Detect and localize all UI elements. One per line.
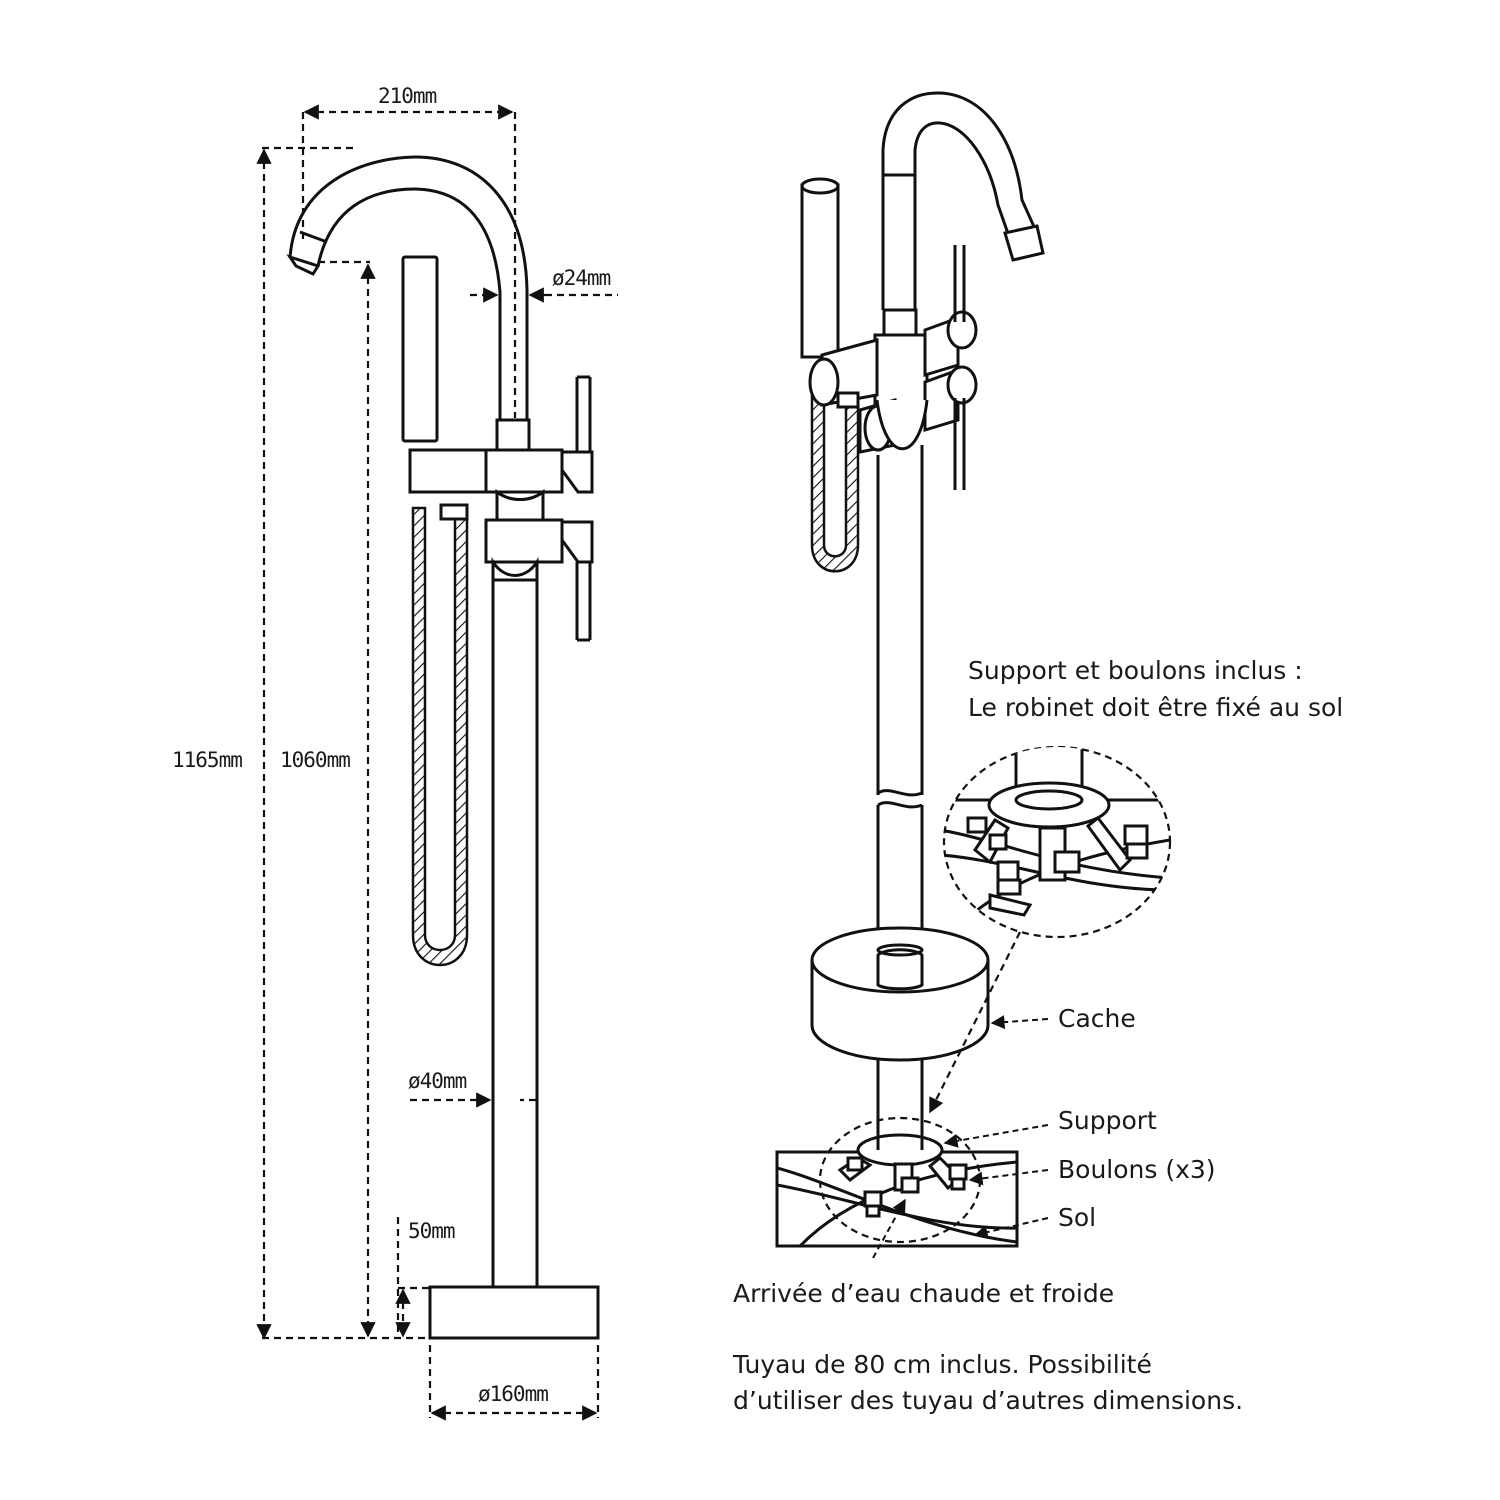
leader-lines — [872, 1015, 1049, 1259]
base-height-label: 50mm — [408, 1219, 455, 1243]
bolts — [846, 1156, 968, 1218]
shower-hose — [411, 503, 469, 967]
spout-diameter-label: ø24mm — [552, 266, 611, 290]
base-diameter-label: ø160mm — [478, 1382, 548, 1406]
perspective-hand-shower — [800, 177, 840, 359]
spout-height-label: 1060mm — [280, 748, 350, 772]
perspective-view-drawing: Support et boulons inclus : Le robinet d… — [732, 91, 1343, 1415]
perspective-column — [876, 445, 924, 968]
spout — [286, 155, 529, 420]
total-height-label: 1165mm — [172, 748, 242, 772]
mounting-note-line2: Le robinet doit être fixé au sol — [968, 693, 1343, 722]
perspective-spout — [881, 91, 1045, 310]
cache-cover — [810, 926, 990, 1062]
floor-label: Sol — [1058, 1203, 1096, 1232]
spout-reach-label: 210mm — [378, 84, 437, 108]
support-detail-zoom — [929, 745, 1172, 1114]
floor-base — [428, 1285, 600, 1340]
water-inlet-label: Arrivée d’eau chaude et froide — [733, 1279, 1114, 1308]
hand-shower — [401, 255, 439, 443]
perspective-mixer-body — [808, 245, 978, 490]
hose-note-line2: d’utiliser des tuyau d’autres dimensions… — [733, 1386, 1243, 1415]
dimension-lines — [256, 104, 618, 1421]
side-view-drawing: 210mm ø24mm 1165mm 1060mm ø40mm 50mm ø16… — [172, 84, 618, 1421]
mounting-note-line1: Support et boulons inclus : — [968, 656, 1303, 685]
column-diameter-label: ø40mm — [408, 1069, 467, 1093]
perspective-shower-hose — [810, 393, 860, 573]
support-label: Support — [1058, 1106, 1157, 1135]
hose-note-line1: Tuyau de 80 cm inclus. Possibilité — [732, 1350, 1152, 1379]
column — [491, 580, 539, 1287]
mixer-body — [408, 375, 594, 642]
cache-label: Cache — [1058, 1004, 1136, 1033]
bolts-label: Boulons (x3) — [1058, 1155, 1216, 1184]
